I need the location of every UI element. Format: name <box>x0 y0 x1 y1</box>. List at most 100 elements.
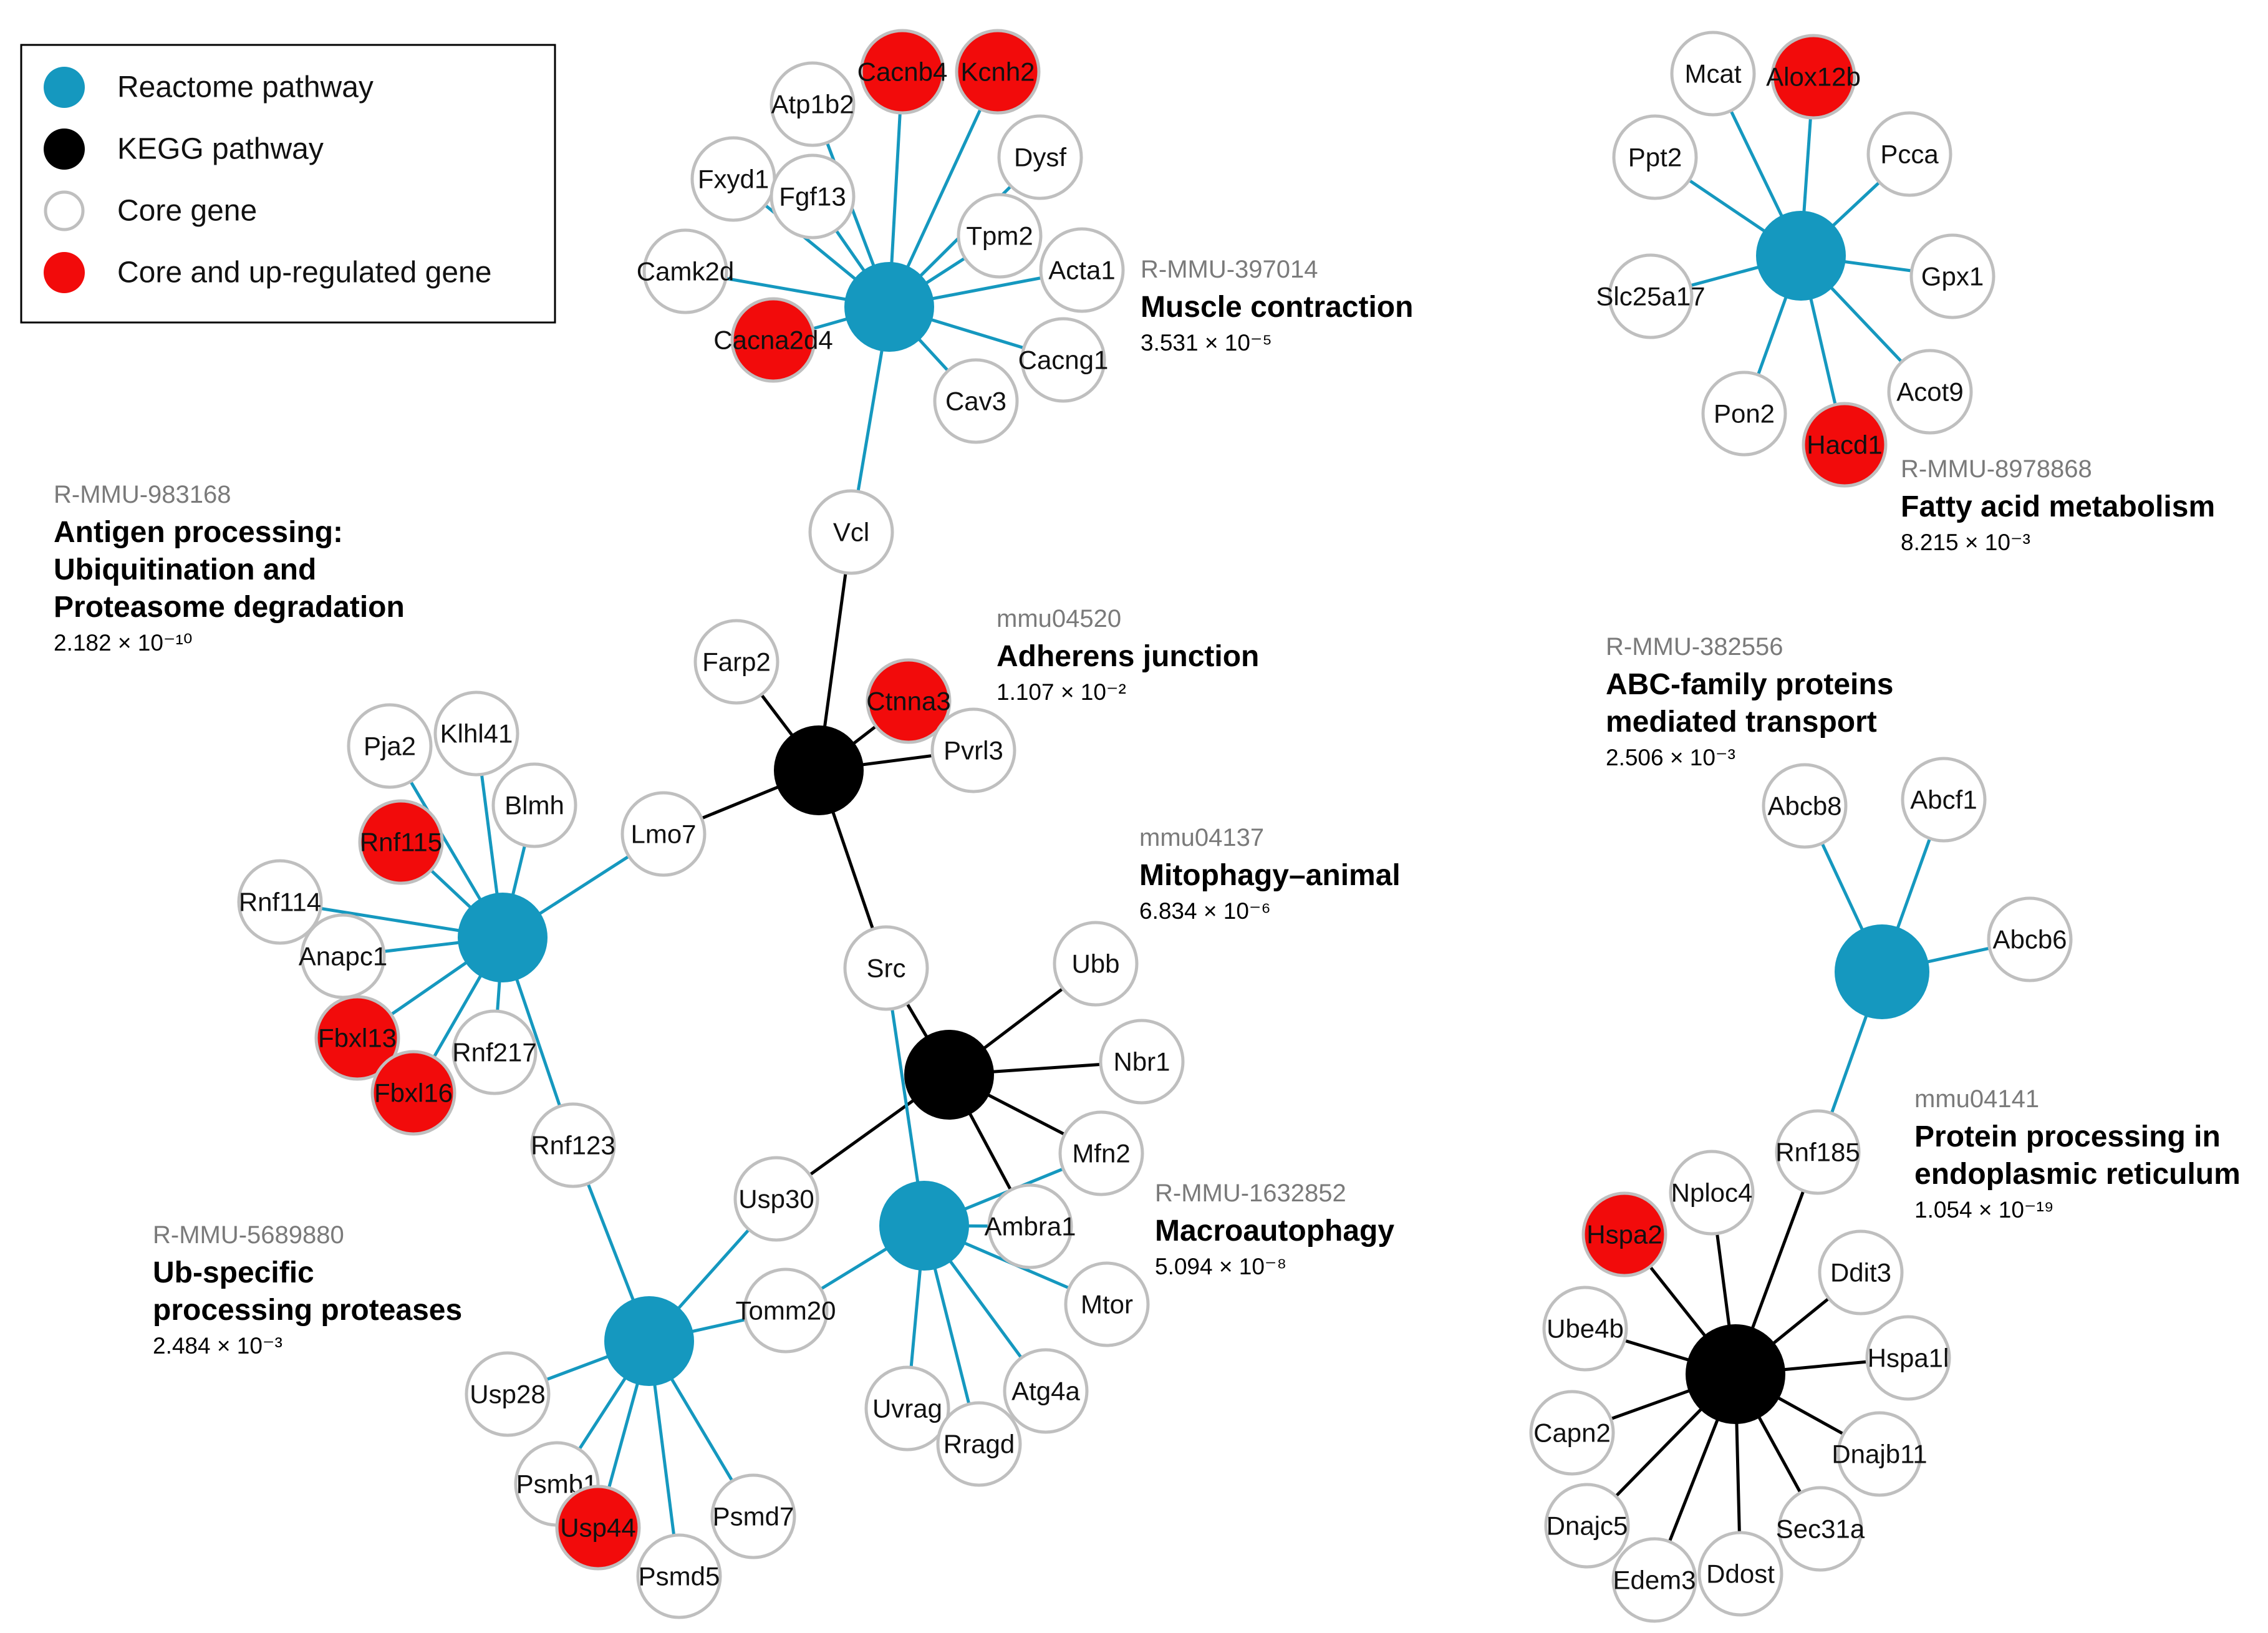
gene-label: Tomm20 <box>735 1296 836 1325</box>
core-gene-circle <box>1701 371 1787 457</box>
gene-node-rnf217: Rnf217 <box>451 1009 538 1095</box>
core-gene-circle <box>1608 253 1694 339</box>
legend-label: Core and up-regulated gene <box>117 256 491 289</box>
gene-label: Hspa1l <box>1868 1344 1949 1373</box>
core-gene-circle <box>1762 763 1848 849</box>
gene-node-edem3: Edem3 <box>1611 1537 1697 1623</box>
core-gene-circle <box>1611 1537 1697 1623</box>
pathway-p-value: 1.107 × 10⁻² <box>996 679 1126 705</box>
gene-node-pon2: Pon2 <box>1701 371 1787 457</box>
core-gene-circle <box>1544 1483 1630 1569</box>
gene-label: Nbr1 <box>1113 1047 1170 1077</box>
legend-swatch-core <box>44 190 85 231</box>
pathway-id: mmu04141 <box>1914 1085 2039 1113</box>
core-gene-circle <box>1542 1286 1628 1372</box>
gene-node-sec31a: Sec31a <box>1776 1486 1865 1572</box>
pathway-id: R-MMU-397014 <box>1141 256 1318 283</box>
gene-node-acot9: Acot9 <box>1887 349 1973 435</box>
core-gene-circle <box>1909 233 1995 319</box>
gene-label: Acta1 <box>1048 256 1115 285</box>
gene-node-rnf114: Rnf114 <box>237 859 323 945</box>
gene-node-fbxl16: Fbxl16 <box>370 1050 456 1136</box>
gene-node-rnf123: Rnf123 <box>530 1102 616 1188</box>
gene-label: Ubb <box>1071 949 1119 979</box>
gene-node-alox12b: Alox12b <box>1766 34 1861 120</box>
gene-label: Mcat <box>1684 59 1741 89</box>
gene-label: Farp2 <box>702 647 771 677</box>
upregulated-gene-circle <box>1802 402 1888 488</box>
core-gene-circle <box>1777 1486 1863 1572</box>
pathway-name: Proteasome degradation <box>54 591 405 624</box>
gene-label: Pon2 <box>1714 399 1775 429</box>
gene-node-cacna2d4: Cacna2d4 <box>713 297 833 383</box>
gene-node-tomm20: Tomm20 <box>735 1267 836 1354</box>
gene-node-tpm2: Tpm2 <box>957 193 1043 279</box>
upregulated-gene-circle <box>358 799 444 885</box>
gene-label: Src <box>867 954 906 983</box>
gene-label: Mtor <box>1081 1290 1133 1319</box>
gene-node-hacd1: Hacd1 <box>1802 402 1888 488</box>
gene-node-ddit3: Ddit3 <box>1818 1229 1904 1316</box>
gene-node-usp28: Usp28 <box>465 1351 551 1437</box>
gene-label: Alox12b <box>1766 62 1861 92</box>
gene-node-camk2d: Camk2d <box>637 228 734 314</box>
pathway-name: Protein processing in <box>1914 1120 2221 1153</box>
gene-node-dnajb11: Dnajb11 <box>1831 1411 1928 1497</box>
gene-label: Atp1b2 <box>771 90 854 119</box>
gene-label: Cacng1 <box>1018 346 1109 375</box>
pathway-name: Ub-specific <box>153 1256 314 1289</box>
core-gene-circle <box>987 1183 1073 1269</box>
pathway-name: mediated transport <box>1606 705 1877 739</box>
core-gene-circle <box>1064 1261 1150 1347</box>
gene-node-mcat: Mcat <box>1670 31 1756 117</box>
core-gene-circle <box>733 1156 819 1242</box>
core-gene-circle <box>936 1401 1022 1487</box>
pathway-name: Fatty acid metabolism <box>1901 490 2215 523</box>
gene-node-atp1b2: Atp1b2 <box>770 61 856 147</box>
core-gene-circle <box>1901 757 1987 843</box>
gene-label: Atg4a <box>1011 1377 1080 1406</box>
gene-label: Usp30 <box>738 1185 814 1214</box>
gene-label: Kcnh2 <box>960 57 1035 87</box>
gene-node-uvrag: Uvrag <box>864 1365 950 1451</box>
gene-node-ube4b: Ube4b <box>1542 1286 1628 1372</box>
gene-node-abcb8: Abcb8 <box>1762 763 1848 849</box>
gene-label: Lmo7 <box>630 820 696 849</box>
core-gene-circle <box>957 193 1043 279</box>
reactome-pathway-node-ub <box>604 1296 694 1386</box>
gene-node-acta1: Acta1 <box>1039 227 1125 313</box>
gene-node-pja2: Pja2 <box>347 703 433 789</box>
gene-node-usp30: Usp30 <box>733 1156 819 1242</box>
gene-label: Capn2 <box>1533 1418 1611 1448</box>
core-gene-circle <box>347 703 433 789</box>
upregulated-gene-circle <box>1581 1191 1667 1277</box>
gene-label: Blmh <box>504 791 564 820</box>
gene-label: Ube4b <box>1547 1314 1624 1344</box>
core-gene-circle <box>1775 1109 1861 1195</box>
pathway-id: R-MMU-1632852 <box>1155 1180 1346 1207</box>
pathway-id: R-MMU-983168 <box>54 481 231 508</box>
legend-swatch-reactome <box>44 67 85 108</box>
gene-label: Acot9 <box>1896 377 1963 407</box>
core-gene-circle <box>693 619 779 705</box>
gene-node-vcl: Vcl <box>808 489 894 575</box>
gene-label: Gpx1 <box>1921 262 1984 291</box>
gene-label: Slc25a17 <box>1596 282 1705 311</box>
gene-label: Cav3 <box>945 387 1006 416</box>
upregulated-gene-circle <box>866 658 952 744</box>
gene-node-cav3: Cav3 <box>933 358 1019 444</box>
kegg-pathway-node-er <box>1686 1324 1785 1424</box>
pathway-name: Adherens junction <box>996 640 1259 673</box>
gene-node-hspa1l: Hspa1l <box>1865 1315 1951 1401</box>
gene-node-psmd7: Psmd7 <box>710 1473 796 1559</box>
gene-label: Cacnb4 <box>857 57 948 87</box>
gene-node-mfn2: Mfn2 <box>1058 1110 1144 1196</box>
gene-label: Psmd5 <box>639 1562 720 1591</box>
